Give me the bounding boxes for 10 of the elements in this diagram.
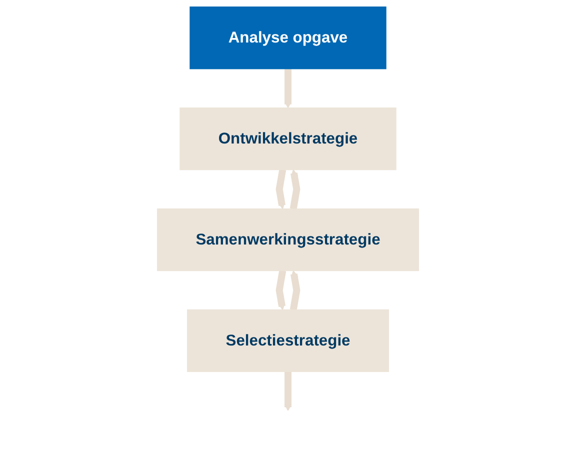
arrow xyxy=(290,270,300,310)
node-box xyxy=(180,107,396,170)
arrow xyxy=(284,68,292,108)
node-box xyxy=(187,309,389,372)
arrow xyxy=(290,169,300,210)
arrow xyxy=(284,372,292,412)
arrow xyxy=(276,169,286,210)
node-box xyxy=(157,208,419,272)
arrow xyxy=(276,270,286,310)
node-box xyxy=(190,6,386,70)
